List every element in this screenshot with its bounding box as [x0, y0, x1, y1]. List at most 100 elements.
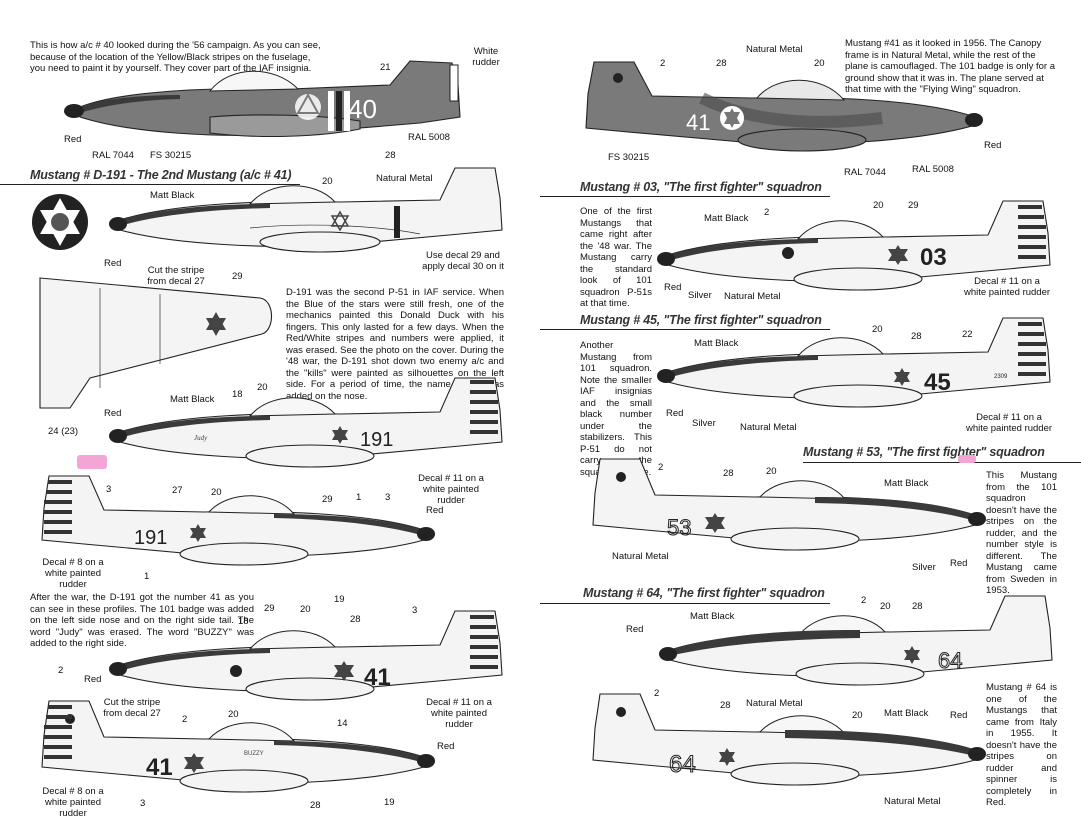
- label-natural-metal: Natural Metal: [746, 698, 803, 709]
- heading-mustang-03: Mustang # 03, "The first fighter" squadr…: [580, 180, 822, 194]
- callout-2: 2: [660, 58, 666, 69]
- label-natural-metal: Natural Metal: [740, 422, 797, 433]
- callout-29: 29: [322, 494, 333, 505]
- highlight-mark: [77, 455, 107, 469]
- heading-mustang-45: Mustang # 45, "The first fighter" squadr…: [580, 313, 822, 327]
- callout-19: 19: [384, 797, 395, 808]
- callout-20: 20: [228, 709, 239, 720]
- callout-2: 2: [658, 462, 664, 473]
- rudder-stripes: [44, 480, 72, 534]
- divider: [540, 603, 830, 605]
- callout-2: 2: [861, 595, 867, 606]
- squadron-badge-101: [32, 194, 88, 250]
- marking-41: 41: [686, 110, 710, 135]
- label-matt-black: Matt Black: [690, 611, 735, 622]
- label-decal8: Decal # 8 on a white painted rudder: [42, 786, 104, 819]
- label-decal11: Decal # 11 on a white painted rudder: [418, 473, 484, 506]
- label-red: Red: [950, 558, 968, 569]
- label-cut-stripe: Cut the stripe from decal 27: [103, 697, 161, 719]
- callout-28: 28: [911, 331, 922, 342]
- marking-41: 41: [146, 754, 173, 781]
- marking-45: 45: [924, 369, 951, 396]
- marking-03: 03: [920, 244, 947, 271]
- marking-64: 64: [938, 648, 962, 673]
- label-silver: Silver: [912, 562, 936, 573]
- label-red: Red: [64, 134, 82, 145]
- label-natural-metal: Natural Metal: [376, 173, 433, 184]
- divider: [0, 184, 300, 186]
- profile-mustang-41-right: 41 BUZZY: [41, 700, 435, 793]
- profile-mustang-64-right: 64: [592, 693, 986, 786]
- label-red: Red: [104, 258, 122, 269]
- label-cut-stripe: Cut the stripe from decal 27: [147, 265, 205, 287]
- callout-20: 20: [814, 58, 825, 69]
- callout-28: 28: [912, 601, 923, 612]
- profile-mustang-03: 03: [657, 200, 1051, 291]
- profile-mustang-64-left: 64: [659, 595, 1053, 686]
- callout-14: 14: [337, 718, 348, 729]
- callout-19: 19: [334, 594, 345, 605]
- marking-judy: Judy: [194, 434, 208, 442]
- callout-3: 3: [385, 492, 391, 503]
- profile-mustang-41-left: 41: [109, 610, 503, 701]
- label-red: Red: [950, 710, 968, 721]
- label-decal11: Decal # 11 on a white painted rudder: [963, 276, 1051, 298]
- marking-serial: 2309: [994, 374, 1008, 380]
- callout-28: 28: [720, 700, 731, 711]
- marking-64: 64: [669, 751, 696, 778]
- marking-41: 41: [364, 664, 391, 691]
- rudder-stripes: [1018, 205, 1046, 259]
- label-red: Red: [664, 282, 682, 293]
- callout-20: 20: [872, 324, 883, 335]
- marking-40: 40: [348, 94, 377, 124]
- profile-d191-right: 191: [41, 475, 435, 566]
- wing-plan-view: [39, 277, 273, 409]
- label-natural-metal: Natural Metal: [612, 551, 669, 562]
- marking-d191: 191: [134, 527, 167, 549]
- marking-buzzy: BUZZY: [244, 751, 264, 757]
- profile-d191-duck: [109, 167, 503, 253]
- callout-28: 28: [385, 150, 396, 161]
- label-white-rudder: White rudder: [472, 46, 500, 68]
- callout-27: 27: [172, 485, 183, 496]
- label-natural-metal: Natural Metal: [884, 796, 941, 807]
- callout-2: 2: [182, 714, 188, 725]
- mustang03-description: One of the first Mustangs that came righ…: [580, 206, 652, 309]
- profile-mustang-53: 53: [592, 458, 986, 551]
- callout-2: 2: [764, 207, 770, 218]
- rudder-stripes: [470, 615, 498, 669]
- label-red: Red: [984, 140, 1002, 151]
- label-ral5008: RAL 5008: [912, 164, 954, 175]
- mustang41-description: Mustang #41 as it looked in 1956. The Ca…: [845, 38, 1056, 95]
- callout-28: 28: [723, 468, 734, 479]
- highlight-mark: [958, 455, 976, 463]
- divider: [540, 196, 830, 198]
- d191-description: D-191 was the second P-51 in IAF service…: [286, 287, 504, 402]
- label-natural-metal: Natural Metal: [746, 44, 803, 55]
- callout-20: 20: [257, 382, 268, 393]
- callout-1: 1: [356, 492, 362, 503]
- label-silver: Silver: [688, 290, 712, 301]
- callout-3: 3: [106, 484, 112, 495]
- marking-d191: 191: [360, 429, 393, 451]
- after-war-text: After the war, the D-191 got the number …: [30, 592, 254, 649]
- label-red: Red: [426, 505, 444, 516]
- callout-28: 28: [310, 800, 321, 811]
- label-silver: Silver: [692, 418, 716, 429]
- callout-20: 20: [766, 466, 777, 477]
- callout-18: 18: [238, 616, 249, 627]
- label-red: Red: [626, 624, 644, 635]
- label-ral7044: RAL 7044: [92, 150, 134, 161]
- heading-mustang-53: Mustang # 53, "The first fighter" squadr…: [803, 445, 1045, 459]
- marking-53: 53: [667, 515, 691, 540]
- label-matt-black: Matt Black: [694, 338, 739, 349]
- callout-28: 28: [716, 58, 727, 69]
- label-red: Red: [666, 408, 684, 419]
- wing-ref: 24 (23): [48, 426, 79, 437]
- callout-1: 1: [144, 571, 150, 582]
- profile-d191-stripes: 191 Judy: [109, 377, 503, 468]
- profile-mustang-40: 40: [64, 60, 461, 138]
- callout-2: 2: [58, 665, 64, 676]
- callout-20: 20: [880, 601, 891, 612]
